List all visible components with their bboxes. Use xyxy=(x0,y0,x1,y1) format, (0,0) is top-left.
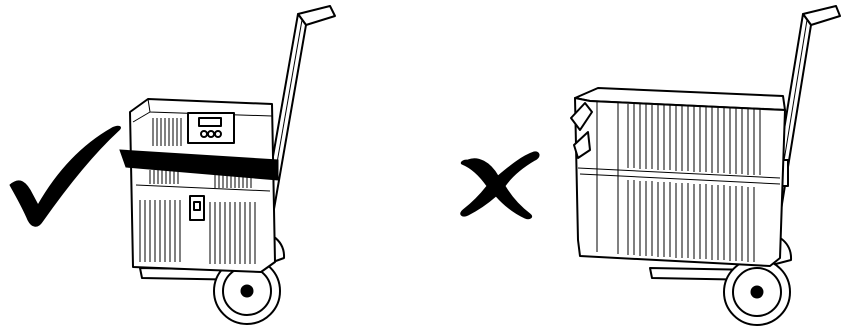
checkmark-icon xyxy=(10,126,120,226)
hand-truck-wheel xyxy=(724,259,790,325)
incorrect-usage-panel xyxy=(461,6,840,325)
correct-usage-panel xyxy=(10,6,335,324)
ups-unit-sideways xyxy=(571,88,785,266)
ups-unit-upright xyxy=(120,99,278,272)
cross-icon xyxy=(461,152,539,219)
